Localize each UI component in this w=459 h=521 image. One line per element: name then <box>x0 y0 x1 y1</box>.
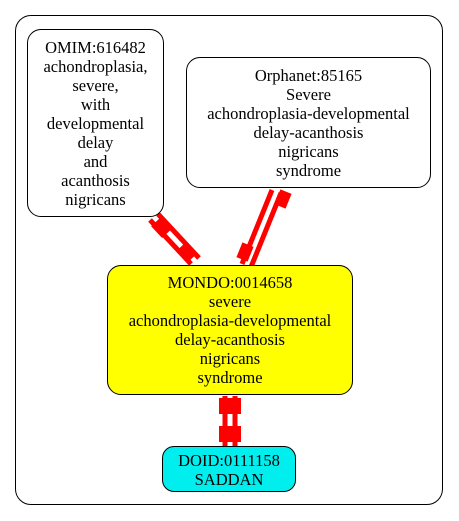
node-omim-616482[interactable]: OMIM:616482 achondroplasia, severe, with… <box>27 29 164 217</box>
orphanet-line-1: Orphanet:85165 <box>254 65 363 85</box>
orphanet-line-4: delay-acanthosis <box>253 122 364 142</box>
omim-line-4: with <box>80 94 111 114</box>
doid-line-2: SADDAN <box>194 469 264 489</box>
mondo-line-1: MONDO:0014658 <box>167 273 293 292</box>
orphanet-line-2: Severe <box>286 84 331 104</box>
mondo-line-5: nigricans <box>199 349 261 368</box>
mondo-line-3: achondroplasia-developmental <box>128 311 332 330</box>
omim-line-1: OMIM:616482 <box>45 37 146 57</box>
doid-line-1: DOID:0111158 <box>178 450 280 470</box>
edge-omim-mondo <box>148 212 201 266</box>
node-orphanet-85165[interactable]: Orphanet:85165 Severe achondroplasia-dev… <box>186 57 431 188</box>
mondo-line-2: severe <box>208 292 252 311</box>
omim-line-5: developmental <box>46 113 145 133</box>
edge-mondo-doid <box>219 396 241 446</box>
orphanet-line-3: achondroplasia-developmental <box>207 103 410 123</box>
cluster-frame <box>15 15 443 505</box>
node-mondo-0014658[interactable]: MONDO:0014658 severe achondroplasia-deve… <box>107 265 353 395</box>
edge-orphanet-mondo <box>236 189 292 268</box>
mondo-line-4: delay-acanthosis <box>175 330 285 349</box>
omim-line-2: achondroplasia, <box>43 56 148 76</box>
node-doid-0111158[interactable]: DOID:0111158 SADDAN <box>162 446 296 492</box>
omim-line-3: severe, <box>72 75 119 95</box>
omim-line-7: and <box>83 151 108 171</box>
mondo-line-6: syndrome <box>197 368 263 387</box>
omim-line-9: nigricans <box>65 189 126 209</box>
orphanet-line-5: nigricans <box>278 141 339 161</box>
orphanet-line-6: syndrome <box>275 160 342 180</box>
omim-line-8: acanthosis <box>61 170 130 190</box>
omim-line-6: delay <box>77 132 114 152</box>
